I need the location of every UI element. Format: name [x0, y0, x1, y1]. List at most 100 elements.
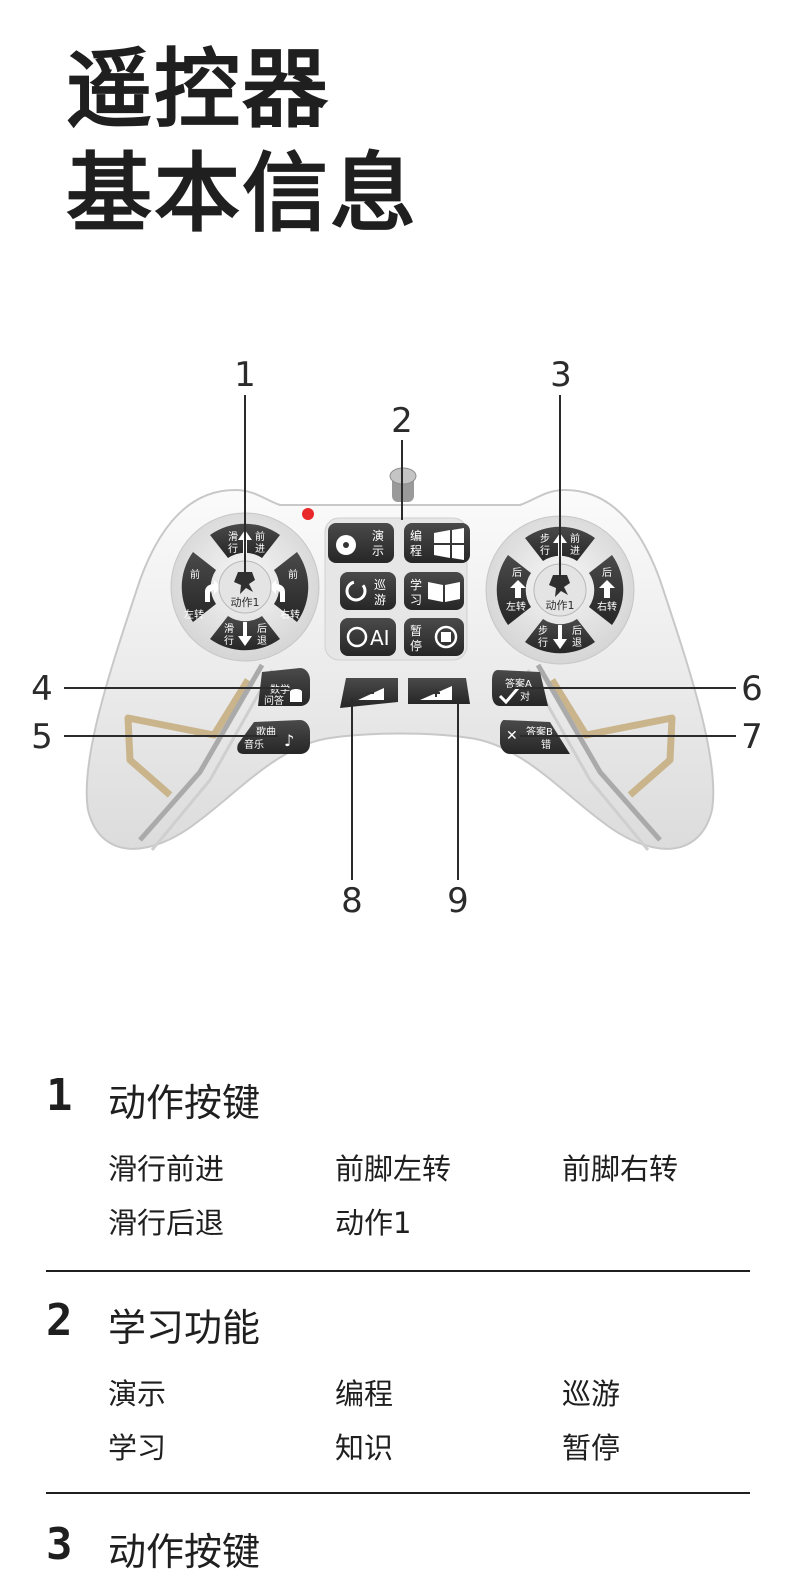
- right-action1-button[interactable]: 动作1: [533, 563, 587, 617]
- section-number: 3: [46, 1519, 73, 1570]
- left-action1-button[interactable]: 动作1: [218, 560, 272, 614]
- left-action1-label: 动作1: [231, 596, 260, 609]
- right-dpad-down-button[interactable]: 步 行 后 退: [525, 619, 595, 654]
- turn-right-icon: [269, 580, 285, 602]
- left-down-label-b: 行: [224, 634, 234, 647]
- callout-5: 5: [31, 717, 53, 757]
- back-left-icon: [510, 580, 526, 598]
- left-right-label-a: 前: [288, 568, 298, 581]
- right-down-label-b: 行: [538, 636, 548, 649]
- section-number: 1: [46, 1070, 73, 1121]
- list-item: 滑行前进: [108, 1152, 225, 1186]
- callout-4: 4: [31, 669, 53, 709]
- power-led: [302, 508, 314, 520]
- list-item: 巡游: [562, 1377, 621, 1411]
- songs-music-label-a: 歌曲: [256, 725, 276, 738]
- section-header: 1 动作按键: [46, 1068, 750, 1128]
- pause-label-b: 停: [410, 638, 422, 653]
- math-quiz-label-b: 问答: [264, 694, 284, 707]
- right-dpad-right-button[interactable]: 后 右转: [589, 555, 624, 625]
- turn-left-icon: [205, 580, 221, 602]
- left-down-label-a: 滑: [224, 623, 234, 635]
- list-item: 前脚左转: [335, 1152, 452, 1186]
- left-up-label-a: 滑: [228, 531, 238, 543]
- stop-icon: [434, 625, 458, 649]
- list-item: 滑行后退: [108, 1206, 225, 1240]
- cruise-label-a: 巡: [374, 578, 386, 592]
- left-up-label-c: 前: [255, 530, 265, 543]
- section-action-keys: 1 动作按键 滑行前进 前脚左转 前脚右转 滑行后退 动作1: [46, 1068, 750, 1240]
- section-title: 动作按键: [108, 1081, 261, 1125]
- section-header: 3 动作按键: [46, 1517, 750, 1577]
- right-right-label-a: 后: [602, 567, 612, 579]
- callout-8: 8: [341, 881, 363, 921]
- callout-3: 3: [550, 355, 572, 395]
- volume-up-button[interactable]: [408, 678, 470, 704]
- list-item: 动作1: [335, 1206, 412, 1240]
- left-up-label-d: 进: [255, 543, 265, 555]
- callout-6: 6: [741, 669, 763, 709]
- section-number: 2: [46, 1295, 73, 1346]
- left-grip-accents: [124, 663, 274, 851]
- math-quiz-label-a: 数学: [270, 683, 290, 696]
- robot-icon: [234, 572, 255, 594]
- divider: [46, 1492, 750, 1494]
- right-dpad-left-button[interactable]: 后 左转: [496, 555, 531, 625]
- left-dpad-left-button[interactable]: 前 左转: [181, 552, 221, 622]
- list-item: 暂停: [562, 1431, 621, 1465]
- demo-label-a: 演: [372, 528, 384, 543]
- ai-button[interactable]: AI: [340, 618, 396, 656]
- right-up-label-a: 步: [540, 533, 550, 545]
- demo-button[interactable]: 演 示: [328, 523, 394, 563]
- program-label-b: 程: [410, 543, 422, 558]
- volume-down-button[interactable]: [340, 678, 398, 708]
- right-down-label-a: 步: [538, 625, 548, 637]
- book-icon: [428, 582, 460, 602]
- right-left-label-a: 后: [512, 567, 522, 579]
- check-icon: [498, 687, 520, 705]
- left-down-label-c: 后: [257, 623, 267, 635]
- left-dpad-down-button[interactable]: 滑 行 后 退: [210, 616, 280, 651]
- right-up-label-d: 进: [570, 545, 580, 557]
- learn-label-a: 学: [410, 577, 422, 592]
- answer-a-label-b: 对: [520, 690, 530, 703]
- left-right-label-b: 右转: [280, 608, 300, 621]
- right-right-label-b: 右转: [597, 600, 617, 613]
- right-up-label-b: 行: [540, 544, 550, 557]
- right-grip-accents: [526, 663, 676, 851]
- step-down-icon: [553, 625, 567, 649]
- left-dpad-right-button[interactable]: 前 右转: [269, 552, 309, 622]
- callout-2: 2: [391, 401, 413, 441]
- list-item: 编程: [335, 1377, 394, 1411]
- right-left-label-b: 左转: [506, 600, 526, 613]
- answer-b-label-a: 答案B: [526, 725, 553, 738]
- list-item: 学习: [108, 1431, 167, 1465]
- arrow-down-icon: [238, 622, 252, 646]
- program-button[interactable]: 编 程: [404, 523, 470, 563]
- callout-lines: [64, 395, 736, 880]
- right-down-label-d: 退: [572, 637, 582, 649]
- cruise-button[interactable]: 巡 游: [340, 572, 396, 610]
- learn-button[interactable]: 学 习: [404, 572, 464, 610]
- section-action-keys-2: 3 动作按键: [46, 1517, 750, 1577]
- songs-music-label-b: 音乐: [244, 738, 264, 751]
- section-title: 动作按键: [108, 1530, 261, 1574]
- title-block: 遥控器 基本信息: [66, 38, 418, 246]
- page-title-line-1: 遥控器: [66, 40, 330, 140]
- alarm-bell-icon: [290, 689, 302, 702]
- right-up-label-c: 前: [570, 532, 580, 545]
- cross-icon: ✕: [506, 728, 518, 744]
- pause-label-a: 暂: [410, 624, 422, 638]
- pause-button[interactable]: 暂 停: [404, 618, 464, 656]
- page-title-line-2: 基本信息: [66, 144, 418, 244]
- answer-b-label-b: 错: [541, 738, 551, 751]
- left-dpad: 滑 行 前 进 前 左转 前 右转 滑 行 后 退: [170, 512, 320, 662]
- ai-icon: [346, 626, 368, 648]
- treble-clef-icon: ♪: [284, 731, 294, 750]
- right-action1-label: 动作1: [546, 599, 575, 612]
- left-down-label-d: 退: [257, 635, 267, 647]
- section-learning: 2 学习功能 演示 编程 巡游 学习 知识 暂停: [46, 1293, 750, 1465]
- back-right-icon: [599, 580, 615, 598]
- demo-label-b: 示: [372, 544, 384, 558]
- callout-7: 7: [741, 717, 763, 757]
